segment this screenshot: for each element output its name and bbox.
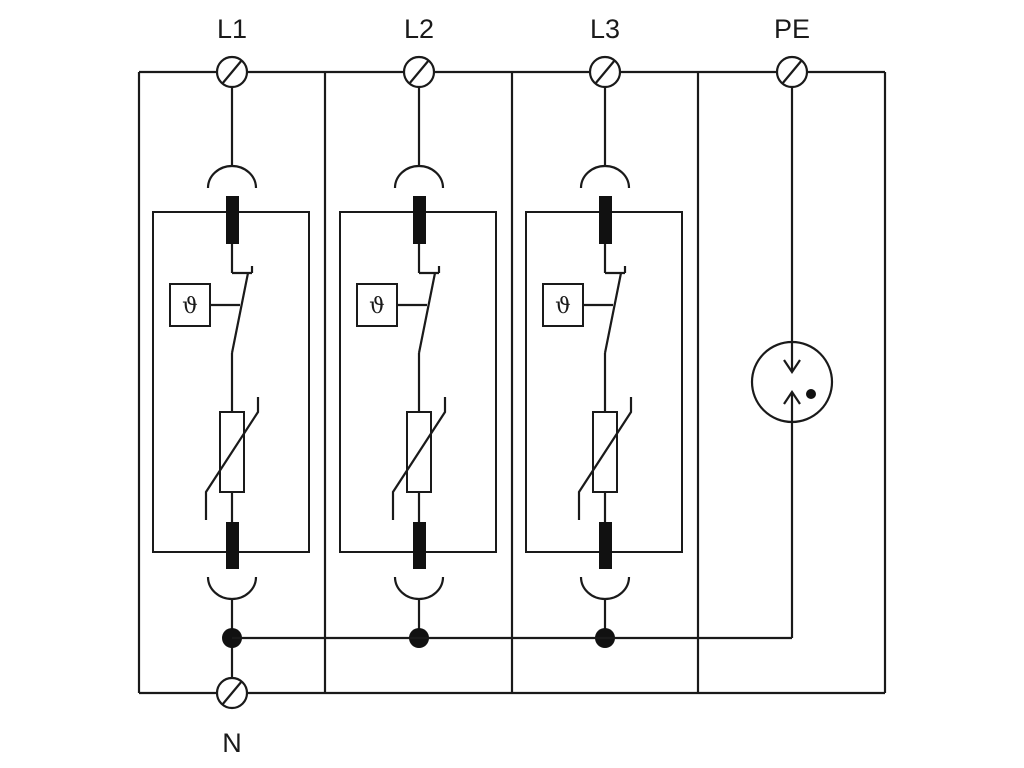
terminal-n [215, 676, 249, 710]
fuse-contact-bottom [599, 522, 612, 569]
thermal-symbol: ϑ [369, 294, 385, 319]
terminal-l2 [402, 55, 436, 89]
label-l3: L3 [590, 14, 620, 44]
module-l2: ϑ [339, 87, 497, 648]
label-l1: L1 [217, 14, 247, 44]
fuse-contact-bottom [226, 522, 239, 569]
module-frames [137, 70, 887, 695]
fuse-contact-top [599, 196, 612, 244]
module-l1: ϑ [152, 87, 310, 678]
terminal-l1 [215, 55, 249, 89]
label-l2: L2 [404, 14, 434, 44]
label-n: N [222, 728, 242, 758]
thermal-symbol: ϑ [182, 294, 198, 319]
thermal-symbol: ϑ [555, 294, 571, 319]
terminal-pe [775, 55, 809, 89]
terminal-l3 [588, 55, 622, 89]
fuse-contact-top [226, 196, 239, 244]
spark-gap-pe [750, 87, 834, 638]
module-l3: ϑ [525, 87, 683, 648]
fuse-contact-top [413, 196, 426, 244]
fuse-contact-bottom [413, 522, 426, 569]
label-pe: PE [774, 14, 810, 44]
